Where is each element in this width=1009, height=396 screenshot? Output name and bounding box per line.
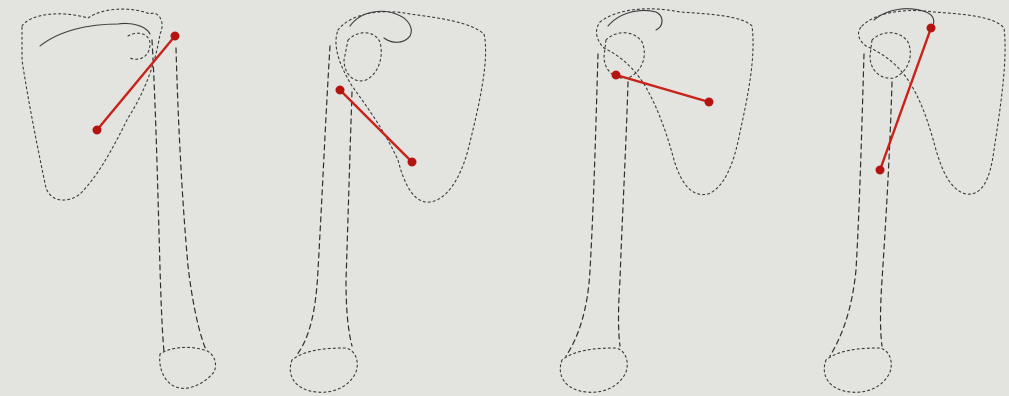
humerus-medial-edge (346, 92, 352, 346)
scapula-outline (597, 9, 754, 195)
panel-1 (22, 9, 216, 388)
origin-point (612, 71, 621, 80)
humeral-head-outline (870, 33, 910, 79)
muscle-line (97, 36, 175, 130)
distal-humerus-outline (824, 348, 891, 392)
scapula-outline (22, 9, 162, 200)
distal-humerus-outline (560, 348, 627, 392)
origin-point (876, 166, 885, 175)
glenoid-outline (128, 33, 150, 59)
insertion-point (171, 32, 180, 41)
origin-point (93, 126, 102, 135)
muscle-line (880, 28, 931, 170)
acromion-outline (608, 11, 662, 30)
distal-humerus-outline (290, 348, 357, 392)
humeral-head-outline (344, 33, 381, 81)
panel-3 (560, 9, 753, 392)
panel-2 (290, 11, 485, 392)
acromion-outline (40, 23, 150, 46)
humerus-medial-edge (881, 82, 893, 346)
insertion-point (927, 24, 936, 33)
acromion-outline (874, 9, 934, 30)
humerus-lateral-edge (830, 54, 864, 356)
humerus-medial-edge (176, 48, 206, 350)
panel-4 (824, 9, 1005, 393)
humerus-medial-edge (619, 82, 629, 346)
muscle-line (340, 90, 412, 162)
insertion-point (408, 158, 417, 167)
humerus-lateral-edge (296, 46, 330, 356)
humerus-lateral-edge (566, 54, 598, 356)
insertion-point (705, 98, 714, 107)
muscle-line (616, 75, 709, 102)
humerus-lateral-edge (152, 40, 164, 352)
humeral-head-outline (604, 33, 644, 79)
origin-point (336, 86, 345, 95)
distal-humerus-outline (160, 347, 216, 388)
